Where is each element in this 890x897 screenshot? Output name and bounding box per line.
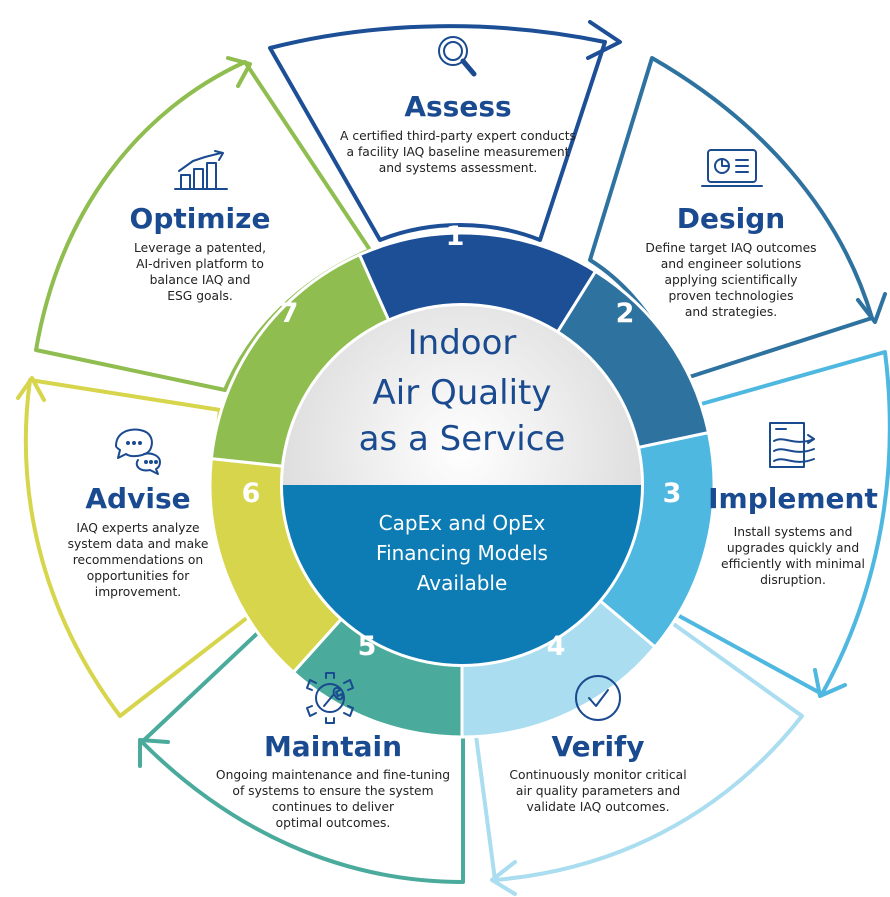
assess-arrow-head — [586, 20, 622, 60]
step-number-implement: 3 — [663, 478, 682, 509]
center-title-line: Air Quality — [373, 373, 552, 413]
gear-wrench-icon — [306, 672, 354, 724]
magnifier-icon — [438, 36, 477, 77]
step-description-verify: Continuously monitor critical — [509, 768, 686, 782]
step-number-maintain: 5 — [358, 631, 377, 662]
step-description-advise: system data and make — [68, 537, 209, 551]
growth-chart-icon — [174, 150, 228, 190]
verify-arrow-head — [490, 860, 517, 896]
step-description-optimize: AI-driven platform to — [136, 257, 264, 271]
step-texts: Assess A certified third-party expert con… — [68, 90, 878, 830]
implement-arrow-head — [813, 668, 847, 698]
step-title-implement: Implement — [708, 482, 878, 515]
step-title-design: Design — [677, 202, 785, 235]
step-description-maintain: of systems to ensure the system — [232, 784, 433, 798]
step-description-design: Define target IAQ outcomes — [645, 241, 816, 255]
step-description-assess: a facility IAQ baseline measurement — [347, 145, 570, 159]
step-description-optimize: balance IAQ and — [150, 273, 251, 287]
step-description-design: applying scientifically — [664, 273, 797, 287]
center-subtitle-line: Financing Models — [376, 541, 548, 565]
step-description-maintain: optimal outcomes. — [276, 816, 391, 830]
step-description-implement: Install systems and — [734, 525, 853, 539]
step-description-advise: improvement. — [95, 585, 181, 599]
step-number-optimize: 7 — [280, 298, 299, 329]
step-description-advise: opportunities for — [87, 569, 191, 583]
step-number-verify: 4 — [547, 631, 566, 662]
checkmark-circle-icon — [575, 675, 621, 721]
step-description-implement: efficiently with minimal — [721, 557, 865, 571]
advise-arrow-head — [16, 376, 46, 402]
optimize-callout-outline — [34, 60, 372, 392]
center-title-line: Indoor — [408, 323, 517, 363]
center-title-line: as a Service — [359, 419, 566, 459]
optimize-arrow-head — [226, 56, 252, 88]
step-title-optimize: Optimize — [130, 202, 271, 235]
design-callout-outline — [588, 56, 874, 382]
step-description-optimize: ESG goals. — [167, 289, 233, 303]
step-title-advise: Advise — [85, 482, 190, 515]
step-number-assess: 1 — [446, 221, 465, 252]
maintain-arrow-head — [138, 738, 170, 768]
step-title-maintain: Maintain — [264, 730, 402, 763]
step-description-maintain: continues to deliver — [272, 800, 395, 814]
chat-bubbles-icon — [115, 428, 161, 475]
step-description-assess: A certified third-party expert conducts — [340, 129, 576, 143]
step-title-assess: Assess — [404, 90, 511, 123]
step-description-verify: validate IAQ outcomes. — [527, 800, 670, 814]
step-title-verify: Verify — [552, 730, 645, 763]
step-description-design: and engineer solutions — [661, 257, 802, 271]
center-subtitle-line: Available — [417, 571, 508, 595]
airflow-document-icon — [769, 422, 815, 468]
step-number-design: 2 — [616, 298, 635, 329]
step-description-assess: and systems assessment. — [379, 161, 538, 175]
step-number-advise: 6 — [242, 478, 261, 509]
step-description-implement: upgrades quickly and — [727, 541, 859, 555]
step-description-optimize: Leverage a patented, — [134, 241, 266, 255]
step-description-design: proven technologies — [668, 289, 793, 303]
step-description-advise: recommendations on — [73, 553, 203, 567]
step-description-maintain: Ongoing maintenance and fine-tuning — [216, 768, 450, 782]
step-description-verify: air quality parameters and — [516, 784, 680, 798]
step-description-advise: IAQ experts analyze — [76, 521, 199, 535]
step-description-implement: disruption. — [760, 573, 826, 587]
step-description-design: and strategies. — [685, 305, 777, 319]
center-subtitle-line: CapEx and OpEx — [379, 511, 546, 535]
assess-callout-outline — [268, 24, 607, 242]
step-numbers: 1 2 3 4 5 6 7 — [242, 221, 682, 662]
design-arrow-head — [856, 292, 887, 324]
laptop-chart-icon — [701, 149, 763, 187]
